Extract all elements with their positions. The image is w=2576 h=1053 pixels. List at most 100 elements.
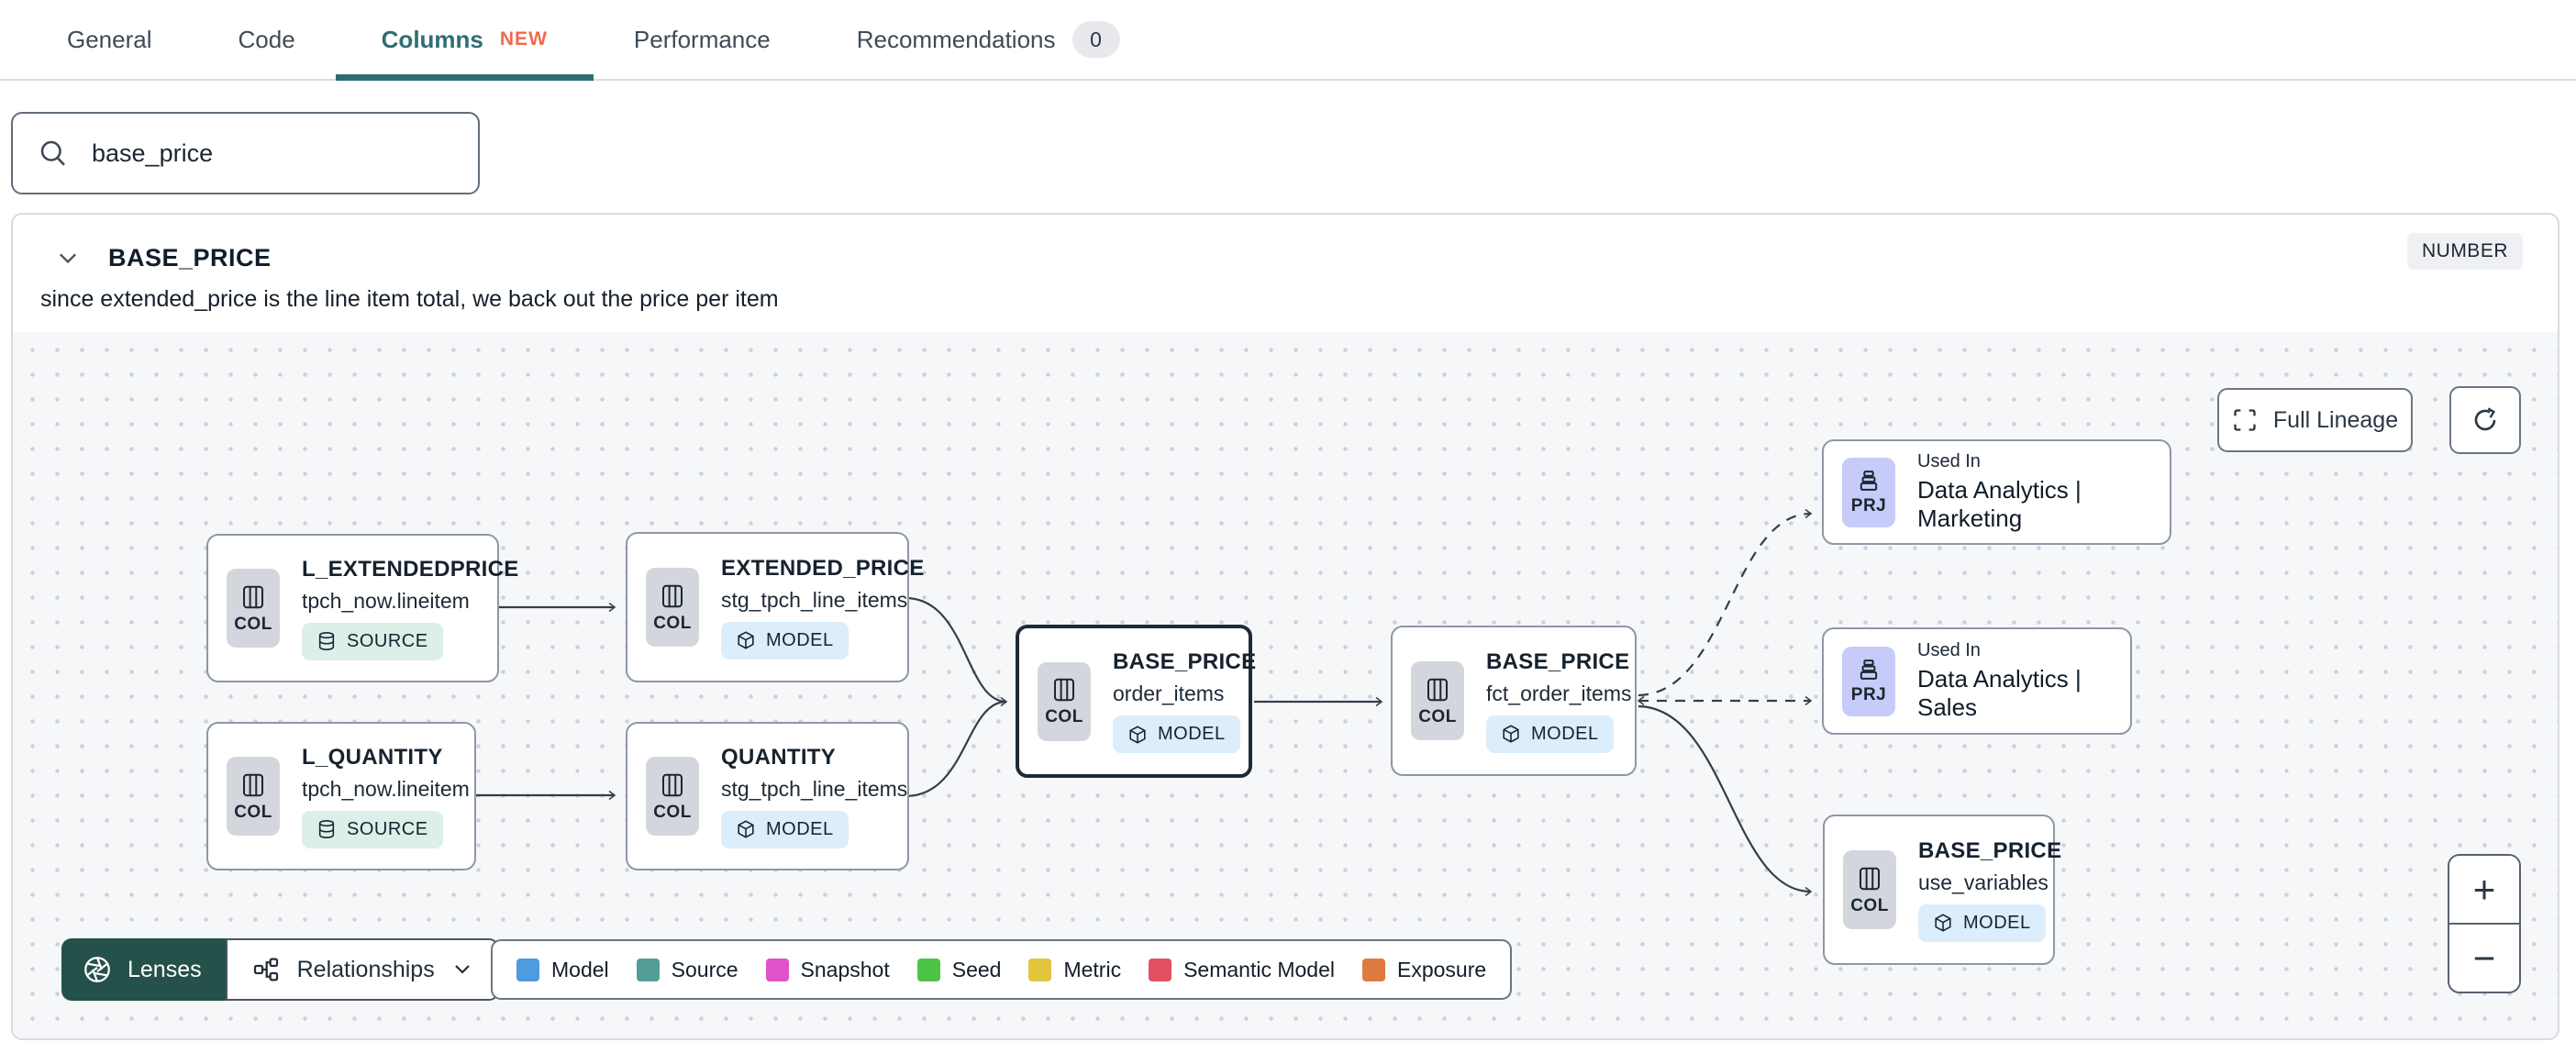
node-subtitle: stg_tpch_line_items — [721, 587, 908, 612]
project-icon: PRJ — [1842, 457, 1895, 527]
node-title: Data Analytics | Sales — [1917, 665, 2082, 721]
legend-swatch — [636, 958, 660, 981]
lenses-button[interactable]: Lenses — [61, 938, 226, 1001]
relationships-select[interactable]: Relationships — [225, 938, 499, 1001]
full-lineage-label: Full Lineage — [2272, 406, 2399, 433]
node-kind-label: PRJ — [1850, 685, 1887, 704]
columns-icon — [243, 773, 263, 796]
project-icon: PRJ — [1842, 646, 1895, 716]
tab-performance[interactable]: Performance — [634, 0, 771, 79]
node-quantity[interactable]: COL QUANTITY stg_tpch_line_items MODEL — [626, 722, 909, 870]
node-base-price-order-items[interactable]: COL BASE_PRICE order_items MODEL — [1016, 625, 1256, 778]
cube-icon — [738, 820, 754, 838]
edge-fctorderitems-usevariables — [1638, 704, 1813, 897]
column-icon: COL — [1843, 850, 1896, 929]
tab-bar: General Code Columns NEW Performance Rec… — [0, 0, 2576, 81]
expand-icon — [2234, 409, 2256, 431]
legend-swatch — [765, 958, 789, 981]
tab-recommendations[interactable]: Recommendations 0 — [857, 0, 1120, 79]
node-title: BASE_PRICE — [1113, 649, 1257, 674]
node-subtitle: tpch_now.lineitem — [302, 776, 470, 801]
legend-item-model: Model — [516, 958, 609, 982]
columns-icon — [243, 585, 263, 608]
search-icon — [40, 140, 65, 166]
node-type-legend: Model Source Snapshot Seed Metric — [491, 939, 1513, 1000]
project-stack-icon — [1860, 660, 1878, 680]
node-l-extendedprice[interactable]: COL L_EXTENDEDPRICE tpch_now.lineitem SO… — [206, 534, 518, 682]
model-badge: MODEL — [721, 810, 849, 848]
zoom-out-button[interactable]: − — [2449, 925, 2519, 992]
node-eyebrow: Used In — [1917, 451, 1981, 471]
legend-swatch — [1028, 958, 1052, 981]
model-badge: MODEL — [721, 621, 849, 660]
node-subtitle: use_variables — [1918, 870, 2049, 894]
full-lineage-button[interactable]: Full Lineage — [2217, 388, 2413, 452]
refresh-button[interactable] — [2449, 386, 2521, 454]
tab-columns[interactable]: Columns NEW — [335, 0, 594, 81]
legend-item-source: Source — [636, 958, 738, 982]
cube-icon — [738, 631, 754, 649]
lineage-edges — [474, 508, 1813, 897]
node-l-quantity[interactable]: COL L_QUANTITY tpch_now.lineitem SOURCE — [206, 722, 476, 870]
model-badge: MODEL — [1486, 715, 1614, 753]
tab-label: Recommendations — [856, 25, 1056, 53]
node-subtitle: order_items — [1113, 682, 1225, 705]
chevron-down-icon — [454, 965, 470, 974]
legend-swatch — [1149, 958, 1172, 981]
legend-swatch — [516, 958, 539, 981]
tab-general[interactable]: General — [67, 0, 152, 79]
node-kind-label: COL — [234, 614, 272, 634]
zoom-control: + − — [2448, 854, 2521, 993]
zoom-in-button[interactable]: + — [2449, 856, 2519, 925]
column-icon: COL — [227, 757, 280, 836]
column-panel-header: BASE_PRICE NUMBER since extended_price i… — [13, 215, 2558, 332]
node-used-in-sales[interactable]: PRJ Used In Data Analytics | Sales — [1822, 627, 2132, 735]
database-icon — [318, 820, 335, 838]
node-title: L_QUANTITY — [302, 744, 443, 770]
tab-label: Code — [238, 25, 295, 53]
node-subtitle: tpch_now.lineitem — [302, 588, 470, 613]
relationships-label: Relationships — [296, 956, 435, 982]
tab-label: Columns — [381, 25, 483, 53]
tab-label: Performance — [633, 25, 771, 53]
columns-icon — [1427, 678, 1448, 701]
column-icon: COL — [646, 757, 699, 836]
source-badge: SOURCE — [302, 810, 443, 848]
cube-icon — [1935, 914, 1951, 932]
model-badge: MODEL — [1113, 715, 1240, 753]
columns-icon — [1054, 678, 1074, 702]
column-search[interactable] — [11, 112, 480, 194]
legend-item-exposure: Exposure — [1362, 958, 1486, 982]
node-extended-price[interactable]: COL EXTENDED_PRICE stg_tpch_line_items M… — [626, 532, 924, 682]
node-subtitle: stg_tpch_line_items — [721, 776, 908, 801]
lineage-canvas[interactable]: COL L_EXTENDEDPRICE tpch_now.lineitem SO… — [13, 332, 2558, 1038]
node-used-in-marketing[interactable]: PRJ Used In Data Analytics | Marketing — [1822, 439, 2171, 545]
collapse-chevron-icon[interactable] — [55, 249, 81, 268]
node-kind-label: COL — [653, 613, 692, 633]
legend-item-seed: Seed — [916, 958, 1001, 982]
node-title: BASE_PRICE — [1918, 837, 2062, 863]
search-input[interactable] — [92, 139, 478, 168]
relationships-icon — [253, 958, 278, 981]
column-detail-panel: BASE_PRICE NUMBER since extended_price i… — [11, 213, 2559, 1040]
source-badge: SOURCE — [302, 622, 443, 660]
columns-icon — [1860, 867, 1880, 890]
edge-extendedprice-baseprice — [905, 596, 1008, 707]
lenses-label: Lenses — [128, 956, 202, 982]
edge-fctorderitems-marketing — [1638, 508, 1813, 697]
node-base-price-use-variables[interactable]: COL BASE_PRICE use_variables MODEL — [1823, 815, 2061, 965]
node-subtitle: fct_order_items — [1486, 681, 1632, 705]
legend-item-metric: Metric — [1028, 958, 1121, 982]
node-title: BASE_PRICE — [1486, 648, 1630, 674]
column-type-badge: NUMBER — [2406, 233, 2523, 270]
node-kind-label: COL — [653, 802, 692, 822]
columns-icon — [662, 584, 683, 607]
lenses-aperture-icon — [84, 957, 110, 982]
model-badge: MODEL — [1918, 903, 2046, 942]
project-stack-icon — [1860, 471, 1878, 491]
legend-swatch — [916, 958, 940, 981]
cube-icon — [1129, 725, 1146, 744]
node-base-price-fct-order-items[interactable]: COL BASE_PRICE fct_order_items MODEL — [1391, 626, 1637, 776]
node-kind-label: COL — [1045, 707, 1083, 726]
tab-code[interactable]: Code — [239, 0, 295, 79]
